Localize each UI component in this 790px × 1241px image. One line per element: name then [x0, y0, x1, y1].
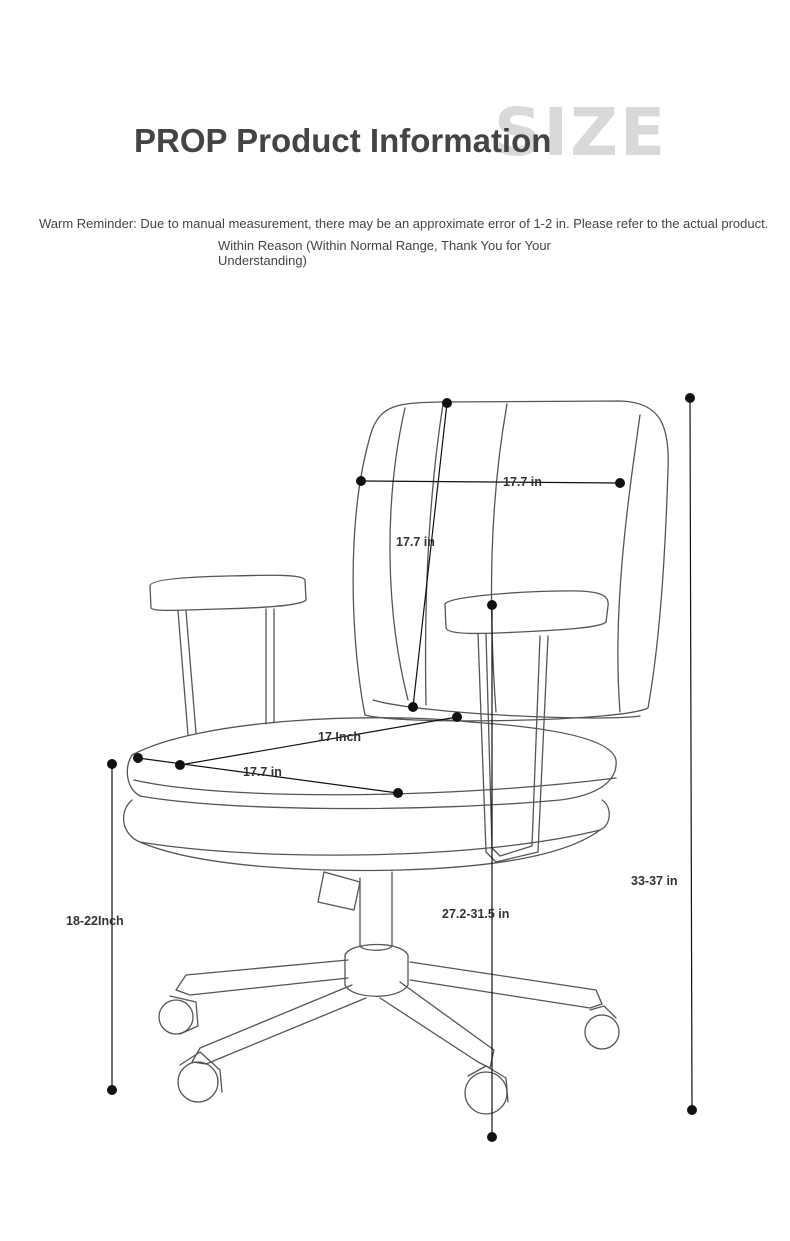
caster-wheel [158, 999, 194, 1035]
caster-wheel [584, 1014, 620, 1050]
dimension-endpoint [133, 753, 143, 763]
warm-reminder-text: Warm Reminder: Due to manual measurement… [39, 216, 769, 231]
page-title: PROP Product Information [134, 122, 552, 159]
dimension-endpoint [685, 393, 695, 403]
dimension-endpoint [408, 702, 418, 712]
chair-base-leg [191, 984, 367, 1065]
seat-height-label: 18-22Inch [66, 914, 124, 928]
chair-illustration [122, 400, 669, 1115]
dimension-endpoint [442, 398, 452, 408]
caster-wheel [177, 1061, 219, 1103]
back-height-label: 17.7 in [396, 535, 435, 549]
dimension-endpoint [107, 1085, 117, 1095]
chair-seat-base [122, 799, 610, 856]
size-watermark: SIZE [494, 94, 668, 171]
armrest-height-label: 27.2-31.5 in [442, 907, 509, 921]
dimension-endpoint [615, 478, 625, 488]
reminder-note-text: Within Reason (Within Normal Range, Than… [218, 238, 551, 268]
chair-backrest [352, 400, 669, 722]
chair-base-hub [344, 943, 409, 997]
seat-width-label: 17 Inch [318, 730, 361, 744]
dimension-endpoint [487, 1132, 497, 1142]
gas-lift-lever [317, 871, 361, 911]
dimension-lines [107, 393, 697, 1142]
gas-lift-column [359, 871, 393, 946]
dimension-endpoint [452, 712, 462, 722]
chair-base-leg [409, 961, 603, 1009]
dimension-endpoint [687, 1105, 697, 1115]
dimension-endpoint [107, 759, 117, 769]
chair-base-leg [175, 959, 349, 996]
overall-height-label: 33-37 in [631, 874, 678, 888]
dimension-endpoint [487, 600, 497, 610]
right-armrest [444, 590, 609, 635]
left-armrest [149, 574, 307, 612]
dimension-endpoint [175, 760, 185, 770]
dimension-endpoint [393, 788, 403, 798]
dimension-endpoint [356, 476, 366, 486]
chair-base-leg [379, 981, 495, 1069]
caster-wheel [464, 1071, 508, 1115]
back-width-label: 17.7 in [503, 475, 542, 489]
seat-depth-label: 17.7 in [243, 765, 282, 779]
